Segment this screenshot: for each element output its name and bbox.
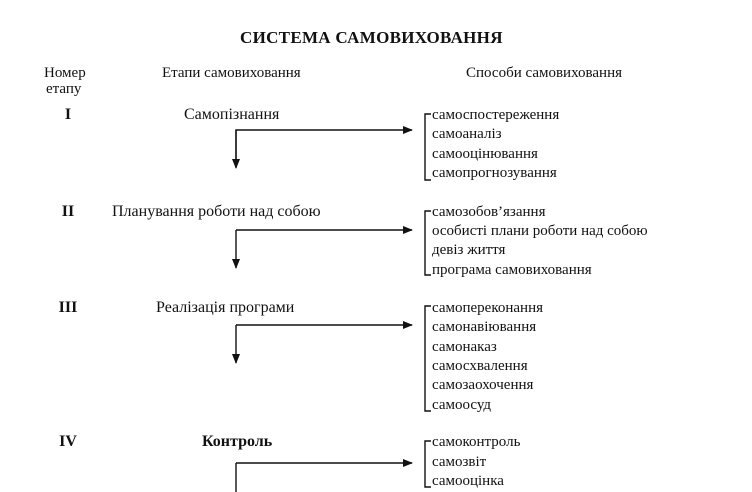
method-item: особисті плани роботи над собою — [432, 223, 648, 239]
method-item: самоосуд — [432, 397, 492, 413]
method-item: самопрогнозування — [432, 165, 557, 181]
stage-label: Контроль — [202, 433, 273, 450]
method-item: самозобов’язання — [432, 204, 546, 220]
stage-number: II — [61, 203, 75, 220]
bracket — [424, 440, 431, 488]
method-item: самопереконання — [432, 300, 543, 316]
method-item: самоспостереження — [432, 107, 560, 123]
method-item: програма самовиховання — [432, 262, 592, 278]
method-item: самонавіювання — [432, 319, 537, 335]
stage-number: I — [64, 106, 72, 123]
stage-label: Планування роботи над собою — [112, 203, 321, 220]
header-number-line1: Номер — [44, 65, 86, 81]
stage-label: Самопізнання — [184, 106, 280, 123]
connector-arrow-right — [235, 126, 413, 167]
header-stages: Етапи самовиховання — [162, 65, 301, 81]
bracket — [424, 305, 431, 412]
bracket — [424, 210, 431, 276]
method-item: самозвіт — [432, 454, 487, 470]
header-methods: Способи самовиховання — [466, 65, 622, 81]
bracket — [424, 113, 431, 181]
stage-number: III — [58, 299, 78, 316]
method-item: самооцінка — [432, 473, 504, 489]
method-item: самонаказ — [432, 339, 497, 355]
method-item: самооцінювання — [432, 146, 538, 162]
method-item: самосхвалення — [432, 358, 528, 374]
method-item: самоаналіз — [432, 126, 502, 142]
method-item: самозаохочення — [432, 377, 534, 393]
page-title: СИСТЕМА САМОВИХОВАННЯ — [240, 28, 503, 47]
stage-number: IV — [59, 433, 77, 450]
header-number-line2: етапу — [46, 81, 82, 97]
stage-label: Реалізація програми — [156, 299, 295, 316]
method-item: девіз життя — [432, 242, 506, 258]
method-item: самоконтроль — [432, 434, 521, 450]
